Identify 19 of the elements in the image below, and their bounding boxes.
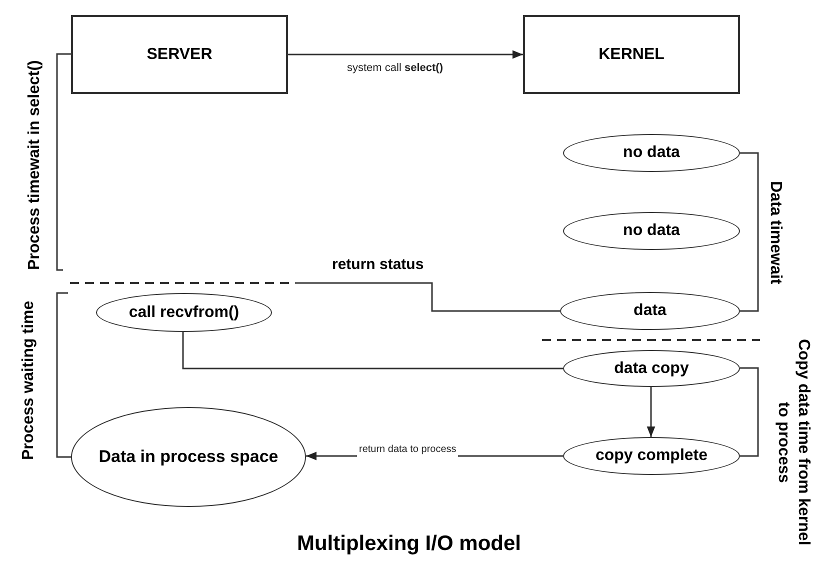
node-label: data copy bbox=[614, 358, 689, 378]
axis-label: Process waiting time bbox=[19, 299, 38, 462]
node-label: copy complete bbox=[595, 446, 708, 466]
axis-label: Process timewait in select() bbox=[25, 60, 44, 270]
process-box bbox=[71, 15, 288, 94]
node-label: KERNEL bbox=[598, 44, 664, 64]
edge-label: system call select() bbox=[345, 60, 445, 76]
arrow bbox=[288, 50, 523, 59]
node-label: data bbox=[634, 301, 666, 321]
axis-label: Data timewait bbox=[766, 180, 785, 286]
process-box bbox=[523, 15, 740, 94]
axis-label: Copy data time from kernel to process bbox=[774, 338, 813, 548]
node-label: no data bbox=[623, 143, 680, 163]
arrow bbox=[646, 387, 656, 437]
edge-label: return data to process bbox=[357, 442, 458, 457]
node-label: SERVER bbox=[146, 44, 212, 64]
node-label: call recvfrom() bbox=[128, 302, 240, 322]
node-label: no data bbox=[623, 221, 680, 241]
node-label: Data in process space bbox=[98, 446, 280, 468]
